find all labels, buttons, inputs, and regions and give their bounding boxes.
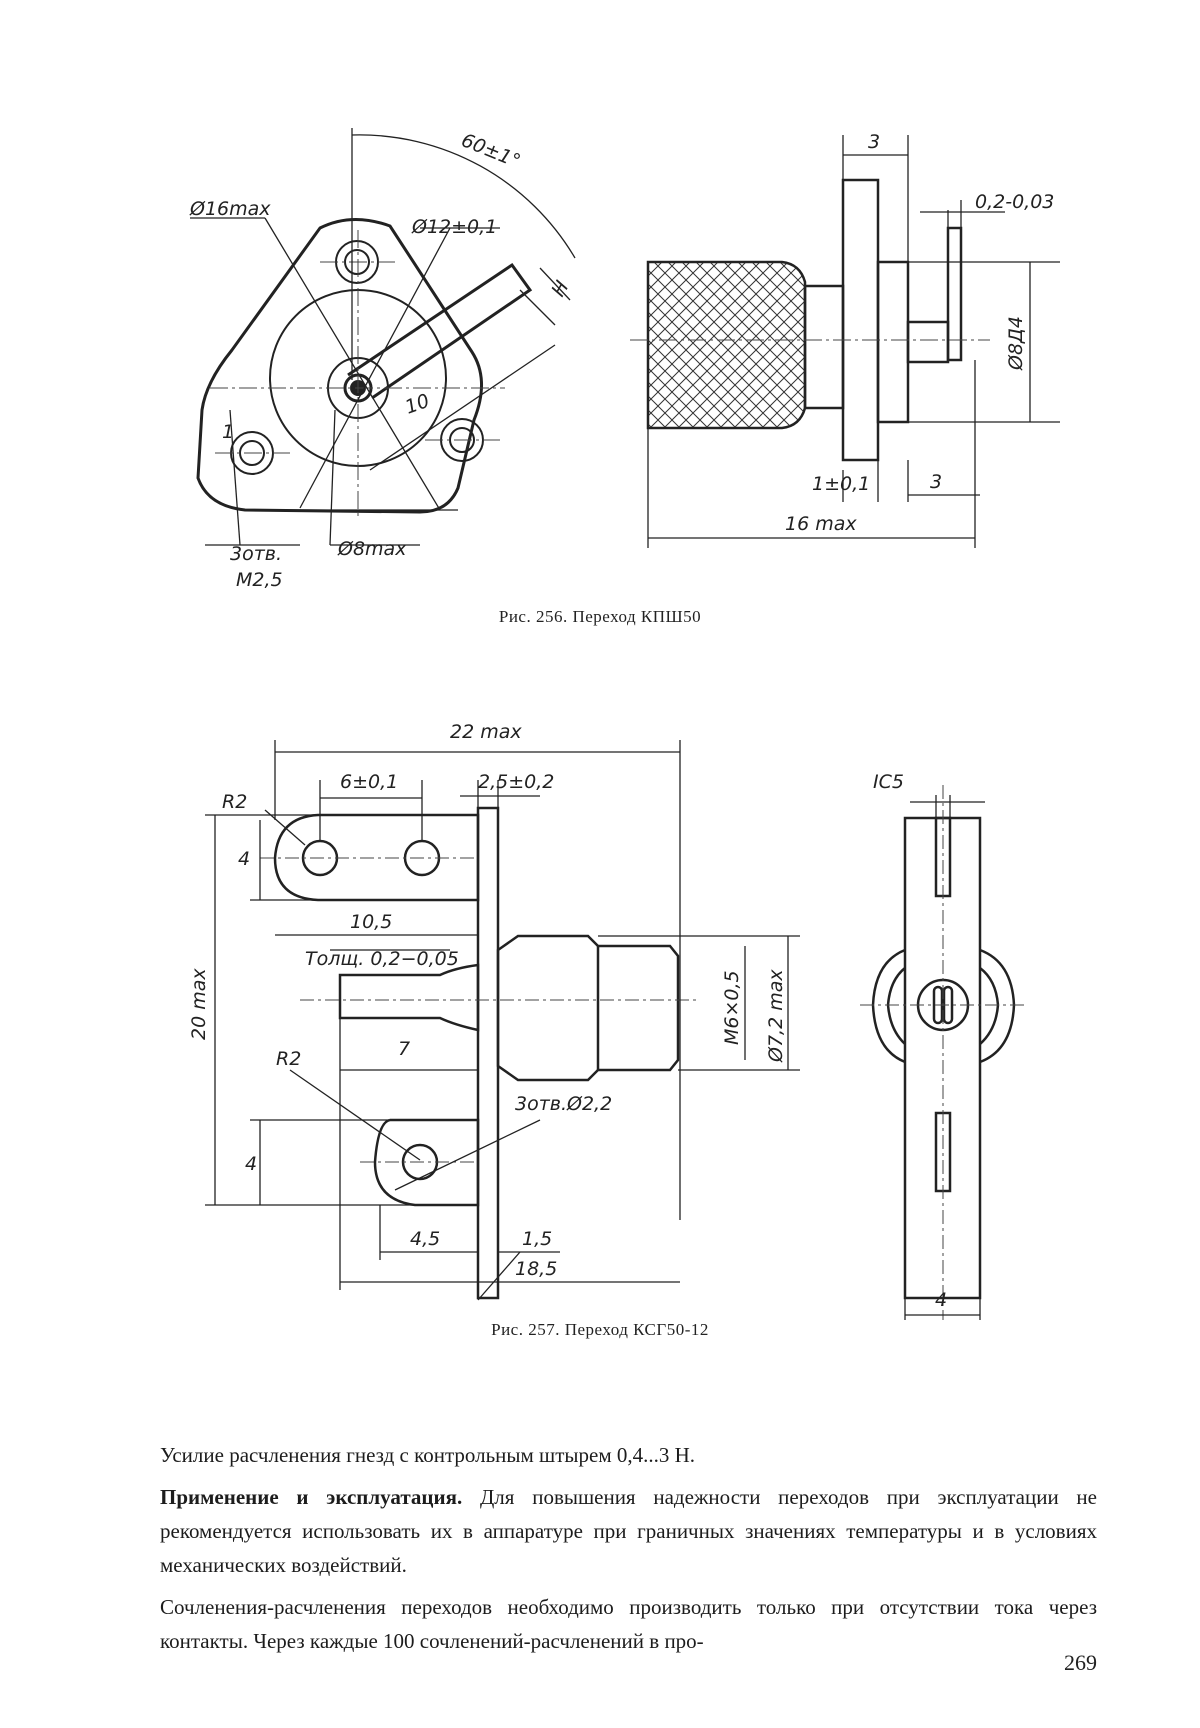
figure-257-drawing: 22 max R2 6±0,1 2,5±0,2 4 10,5 Толщ. 0,2… — [188, 721, 1025, 1320]
fig257-dim-seven: 7 — [398, 1038, 410, 1060]
fig257-dim-four-a: 4 — [238, 848, 250, 870]
paragraph-3: Сочленения-расчленения переходов необход… — [160, 1595, 1097, 1653]
fig257-dim-d45: 4,5 — [410, 1228, 440, 1250]
paragraph-2: Применение и эксплуатация. Для повышения… — [160, 1480, 1097, 1582]
fig256-dim-tol: 0,2-0,03 — [975, 191, 1054, 213]
figure-256-caption: Рис. 256. Переход КПШ50 — [498, 607, 702, 626]
fig257-dim-d15: 1,5 — [522, 1228, 552, 1250]
fig256-dim-one-tol: 1±0,1 — [812, 473, 870, 495]
fig256-dim-three-bot: 3 — [930, 471, 942, 493]
fig257-dim-d72: Ø7,2 max — [765, 969, 787, 1063]
fig256-dim-d8: Ø8max — [337, 538, 407, 560]
figure-257: 22 max R2 6±0,1 2,5±0,2 4 10,5 Толщ. 0,2… — [0, 700, 1200, 1320]
fig256-dim-holes: 3отв. — [230, 543, 282, 565]
fig257-dim-holes: 3отв.Ø2,2 — [515, 1093, 612, 1115]
fig257-dim-r2a: R2 — [222, 791, 247, 813]
fig257-dim-thk: 2,5±0,2 — [478, 771, 554, 793]
fig257-dim-ten5: 10,5 — [350, 911, 392, 933]
fig257-dim-ic5: IC5 — [873, 771, 904, 793]
fig256-dim-ten: 10 — [402, 390, 432, 419]
fig256-dim-d8h: Ø8Д4 — [1005, 316, 1027, 371]
figure-257-caption: Рис. 257. Переход КСГ50-12 — [491, 1320, 709, 1339]
paragraph-2-lead: Применение и эксплуатация. — [160, 1485, 463, 1509]
paragraph-1: Усилие расчленения гнезд с контрольным ш… — [160, 1443, 696, 1467]
fig256-dim-three-top: 3 — [868, 131, 880, 153]
paragraph-2-body: Для повышения надежности переходов при э… — [160, 1485, 1097, 1577]
fig257-dim-four-c: 4 — [935, 1289, 947, 1311]
fig257-dim-r2b: R2 — [276, 1048, 301, 1070]
fig257-dim-pitch: 6±0,1 — [340, 771, 398, 793]
fig257-dim-d185: 18,5 — [515, 1258, 557, 1280]
fig256-dim-d16: Ø16max — [189, 198, 271, 220]
page-number: 269 — [1064, 1650, 1097, 1675]
fig256-dim-thread: M2,5 — [236, 569, 283, 591]
fig257-dim-four-b: 4 — [245, 1153, 257, 1175]
fig256-dim-d12: Ø12±0,1 — [411, 216, 497, 238]
fig256-dim-angle: 60±1° — [458, 129, 523, 173]
fig257-dim-h20: 20 max — [188, 968, 210, 1040]
figure-256: Ø16max Ø12±0,1 60±1° Н 10 1 3отв. M2,5 Ø… — [0, 0, 1200, 600]
fig256-dim-len: 16 max — [785, 513, 857, 535]
fig257-dim-len22: 22 max — [450, 721, 522, 743]
figure-256-drawing: Ø16max Ø12±0,1 60±1° Н 10 1 3отв. M2,5 Ø… — [189, 128, 1060, 591]
fig256-dim-one: 1 — [222, 421, 234, 443]
body-text: Усилие расчленения гнезд с контрольным ш… — [160, 1438, 1097, 1666]
fig257-dim-sheet: Толщ. 0,2−0,05 — [305, 948, 459, 970]
fig257-dim-m6: M6×0,5 — [721, 970, 743, 1045]
